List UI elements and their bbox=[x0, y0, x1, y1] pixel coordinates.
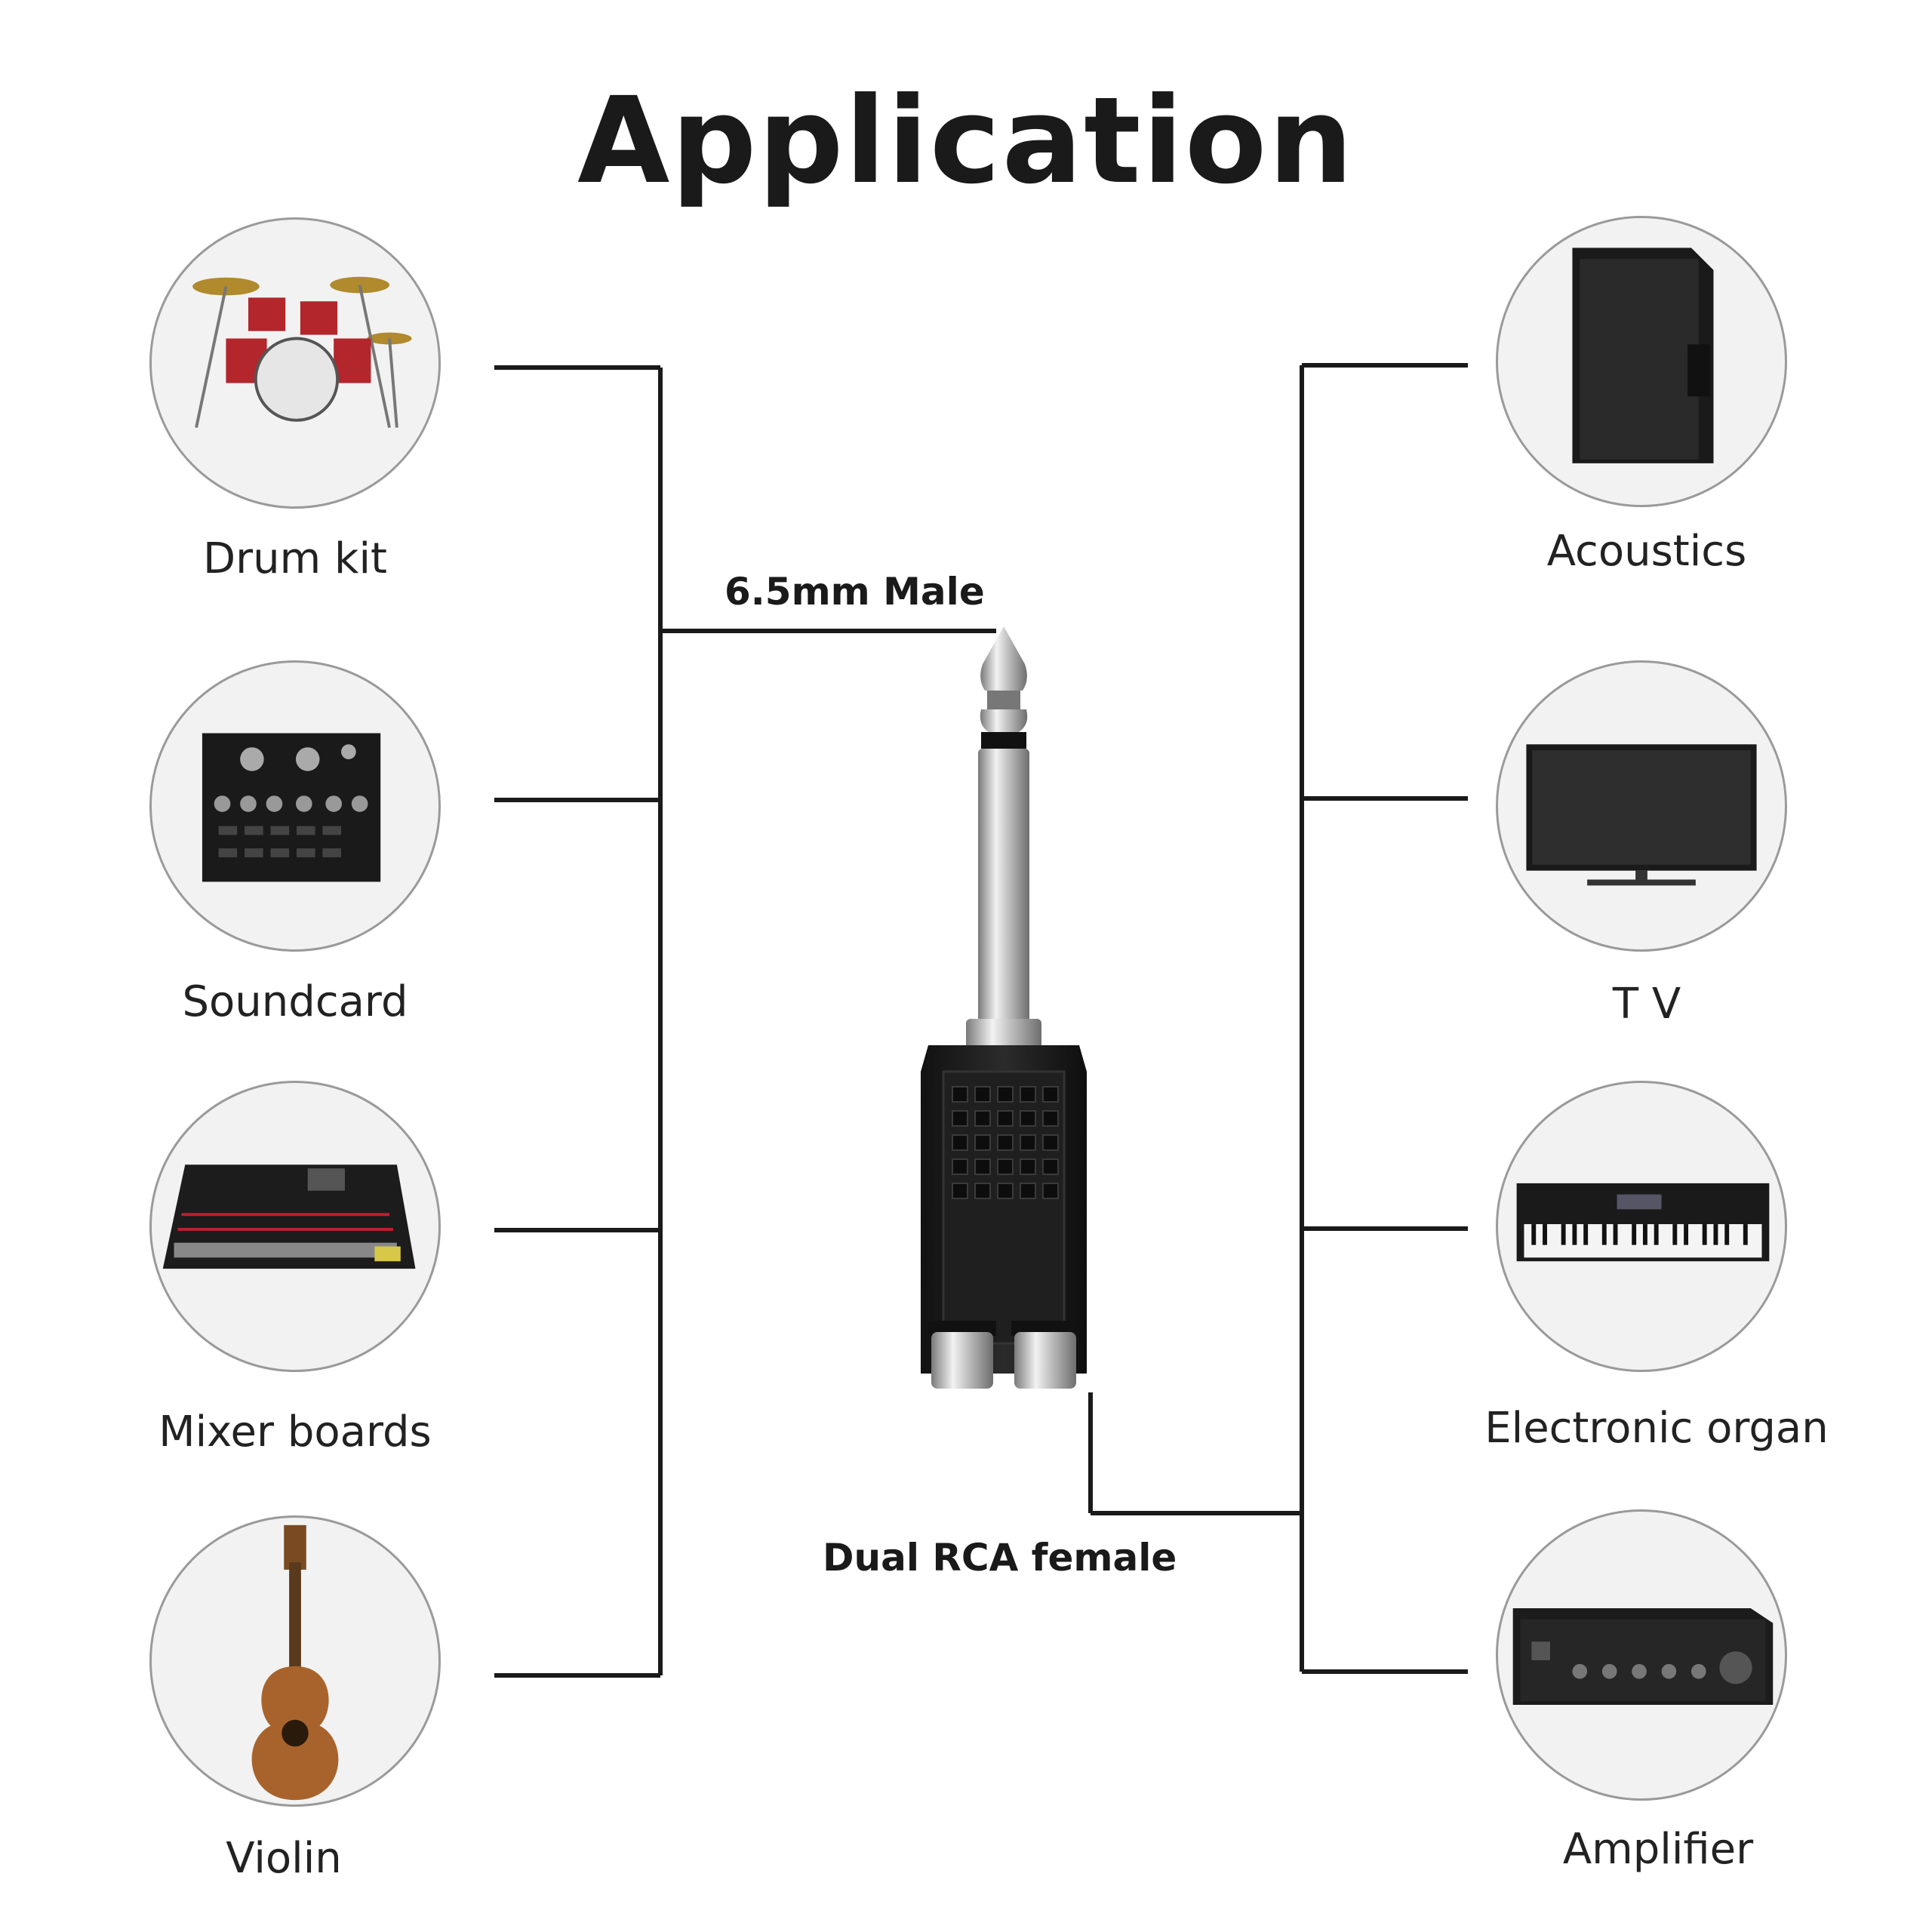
ukulele-icon bbox=[251, 1524, 339, 1801]
soundcard-icon bbox=[202, 733, 381, 882]
mixer-boards-label: Mixer boards bbox=[158, 1407, 432, 1457]
soundcard-circle bbox=[149, 660, 441, 952]
drum-kit-circle bbox=[149, 217, 441, 509]
electronic-organ-label: Electronic organ bbox=[1484, 1404, 1829, 1453]
electronic-organ-circle bbox=[1496, 1081, 1787, 1372]
male-plug-callout: 6.5mm Male bbox=[724, 570, 985, 614]
mixer-board-circle bbox=[149, 1081, 441, 1372]
amplifier-circle bbox=[1496, 1509, 1787, 1801]
keyboard-icon bbox=[1516, 1183, 1770, 1262]
tv-label: T V bbox=[1612, 980, 1681, 1029]
speaker-icon bbox=[1572, 248, 1714, 463]
amplifier-label: Amplifier bbox=[1562, 1825, 1754, 1874]
jack-adapter-image bbox=[921, 626, 1087, 1389]
page-title: Application bbox=[577, 72, 1355, 211]
violin-label: Violin bbox=[226, 1834, 342, 1883]
drum-kit-icon bbox=[192, 276, 412, 429]
acoustics-label: Acoustics bbox=[1546, 527, 1747, 576]
violin-circle bbox=[149, 1515, 441, 1807]
mixer-board-icon bbox=[162, 1164, 416, 1269]
acoustics-circle bbox=[1496, 216, 1787, 507]
amplifier-icon bbox=[1512, 1607, 1774, 1705]
rca-female-callout: Dual RCA female bbox=[823, 1536, 1177, 1580]
tv-icon bbox=[1526, 744, 1757, 886]
drum-kit-label: Drum kit bbox=[203, 534, 387, 583]
tv-circle bbox=[1496, 660, 1787, 952]
soundcard-label: Soundcard bbox=[182, 977, 408, 1026]
